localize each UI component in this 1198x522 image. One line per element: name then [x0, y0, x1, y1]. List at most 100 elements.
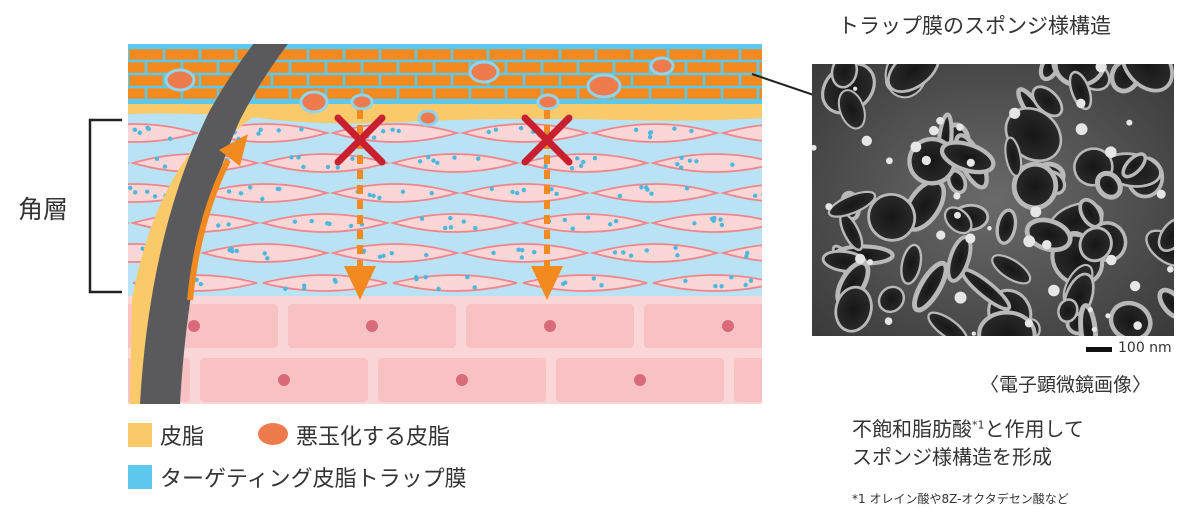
cell-dot: [578, 163, 584, 169]
cell-dot: [371, 135, 377, 140]
cell-dot: [380, 129, 386, 134]
corneocyte: [3, 275, 127, 291]
membrane-pore: [1157, 287, 1174, 320]
membrane-nodule: [965, 233, 976, 244]
cell-dot: [465, 274, 470, 280]
cell-dot: [276, 186, 282, 192]
membrane-nodule: [1042, 239, 1052, 250]
corneocyte: [719, 184, 762, 202]
cell-dot: [423, 274, 428, 280]
cell-dot: [265, 256, 270, 261]
cell-dot: [216, 223, 221, 228]
membrane-nodule: [867, 259, 874, 266]
cell-dot: [729, 274, 734, 280]
cell-dot: [413, 275, 419, 280]
cell-dot: [689, 128, 694, 134]
cell-dot: [675, 253, 680, 258]
membrane-pore: [939, 140, 996, 175]
cell-dot: [154, 156, 160, 162]
cell-dot: [44, 166, 48, 170]
cell-dot: [712, 215, 717, 221]
cell-dot: [309, 218, 314, 224]
cell-dot: [648, 130, 654, 135]
membrane-pore: [1004, 136, 1023, 177]
cell-dot: [486, 129, 492, 135]
membrane-nodule: [1105, 146, 1117, 158]
corneocyte: [459, 243, 591, 263]
cell-dot: [678, 165, 684, 170]
membrane-nodule: [966, 158, 975, 167]
cell-dot: [692, 221, 697, 226]
cell-dot: [425, 154, 431, 160]
cell-dot: [672, 126, 677, 131]
cell-dot: [325, 164, 331, 170]
membrane-pore: [927, 311, 969, 336]
micrograph-caption: 〈電子顕微鏡画像〉: [980, 374, 1152, 396]
cell-dot: [543, 163, 548, 169]
cell-dot: [452, 155, 457, 160]
epidermis-nucleus: [100, 374, 112, 386]
oxidized-sebum-droplet: [468, 60, 500, 84]
cell-dot: [519, 247, 525, 253]
cell-dot: [516, 247, 521, 252]
cell-dot: [489, 186, 495, 192]
cell-dot: [569, 165, 575, 171]
description-text-b: と作用して: [984, 417, 1084, 441]
cell-dot: [296, 155, 301, 160]
cell-dot: [719, 284, 724, 289]
cell-dot: [10, 130, 14, 134]
epidermis-nucleus: [544, 320, 556, 332]
cell-dot: [435, 160, 440, 166]
epidermis-nucleus: [812, 374, 824, 386]
membrane-nodule: [929, 125, 939, 136]
cell-dot: [801, 191, 805, 195]
cell-dot: [514, 190, 520, 196]
description-text-a: 不飽和脂肪酸: [852, 417, 972, 441]
block-x-mark-2: [521, 114, 573, 166]
cell-dot: [476, 156, 481, 161]
cell-dot: [23, 159, 27, 163]
corneocyte: [259, 213, 391, 233]
cell-dot: [745, 250, 750, 256]
cell-dot: [647, 134, 653, 140]
cell-dot: [591, 276, 597, 281]
cell-dot: [95, 283, 99, 287]
cell-dot: [289, 155, 294, 160]
corneocyte: [589, 243, 721, 263]
cell-dot: [103, 249, 107, 253]
scale-label: 100 nm: [1118, 340, 1172, 356]
membrane-nodule: [1095, 64, 1107, 73]
cell-dot: [769, 129, 773, 133]
cell-dot: [562, 217, 568, 223]
cell-dot: [419, 216, 425, 221]
membrane-pore: [834, 285, 873, 333]
cell-dot: [162, 164, 168, 169]
cell-dot: [92, 280, 96, 284]
cell-dot: [679, 155, 684, 161]
cell-dot: [777, 253, 781, 257]
membrane-nodule: [936, 116, 944, 125]
membrane-nodule: [812, 144, 817, 151]
block-x-mark-1: [334, 114, 386, 166]
sem-micrograph: [812, 64, 1174, 336]
cell-dot: [612, 250, 618, 255]
cell-dot: [599, 283, 604, 288]
corneocyte: [128, 123, 201, 143]
membrane-nodule: [1126, 119, 1133, 126]
cell-dot: [424, 252, 429, 258]
cell-dot: [644, 185, 649, 190]
membrane-nodule: [1009, 107, 1021, 119]
membrane-nodule: [884, 317, 893, 325]
cell-dot: [429, 190, 434, 196]
corneocyte-layers: [0, 123, 805, 292]
membrane-pore: [867, 192, 917, 242]
membrane-pore: [995, 208, 1018, 245]
cell-dot: [94, 226, 98, 230]
membrane-nodule: [1023, 235, 1036, 248]
membrane-nodule: [1030, 206, 1042, 218]
corneocyte: [0, 124, 67, 142]
cell-dot: [718, 217, 723, 222]
cell-dot: [787, 125, 791, 129]
cell-dot: [367, 192, 372, 198]
cell-dot: [333, 279, 338, 284]
